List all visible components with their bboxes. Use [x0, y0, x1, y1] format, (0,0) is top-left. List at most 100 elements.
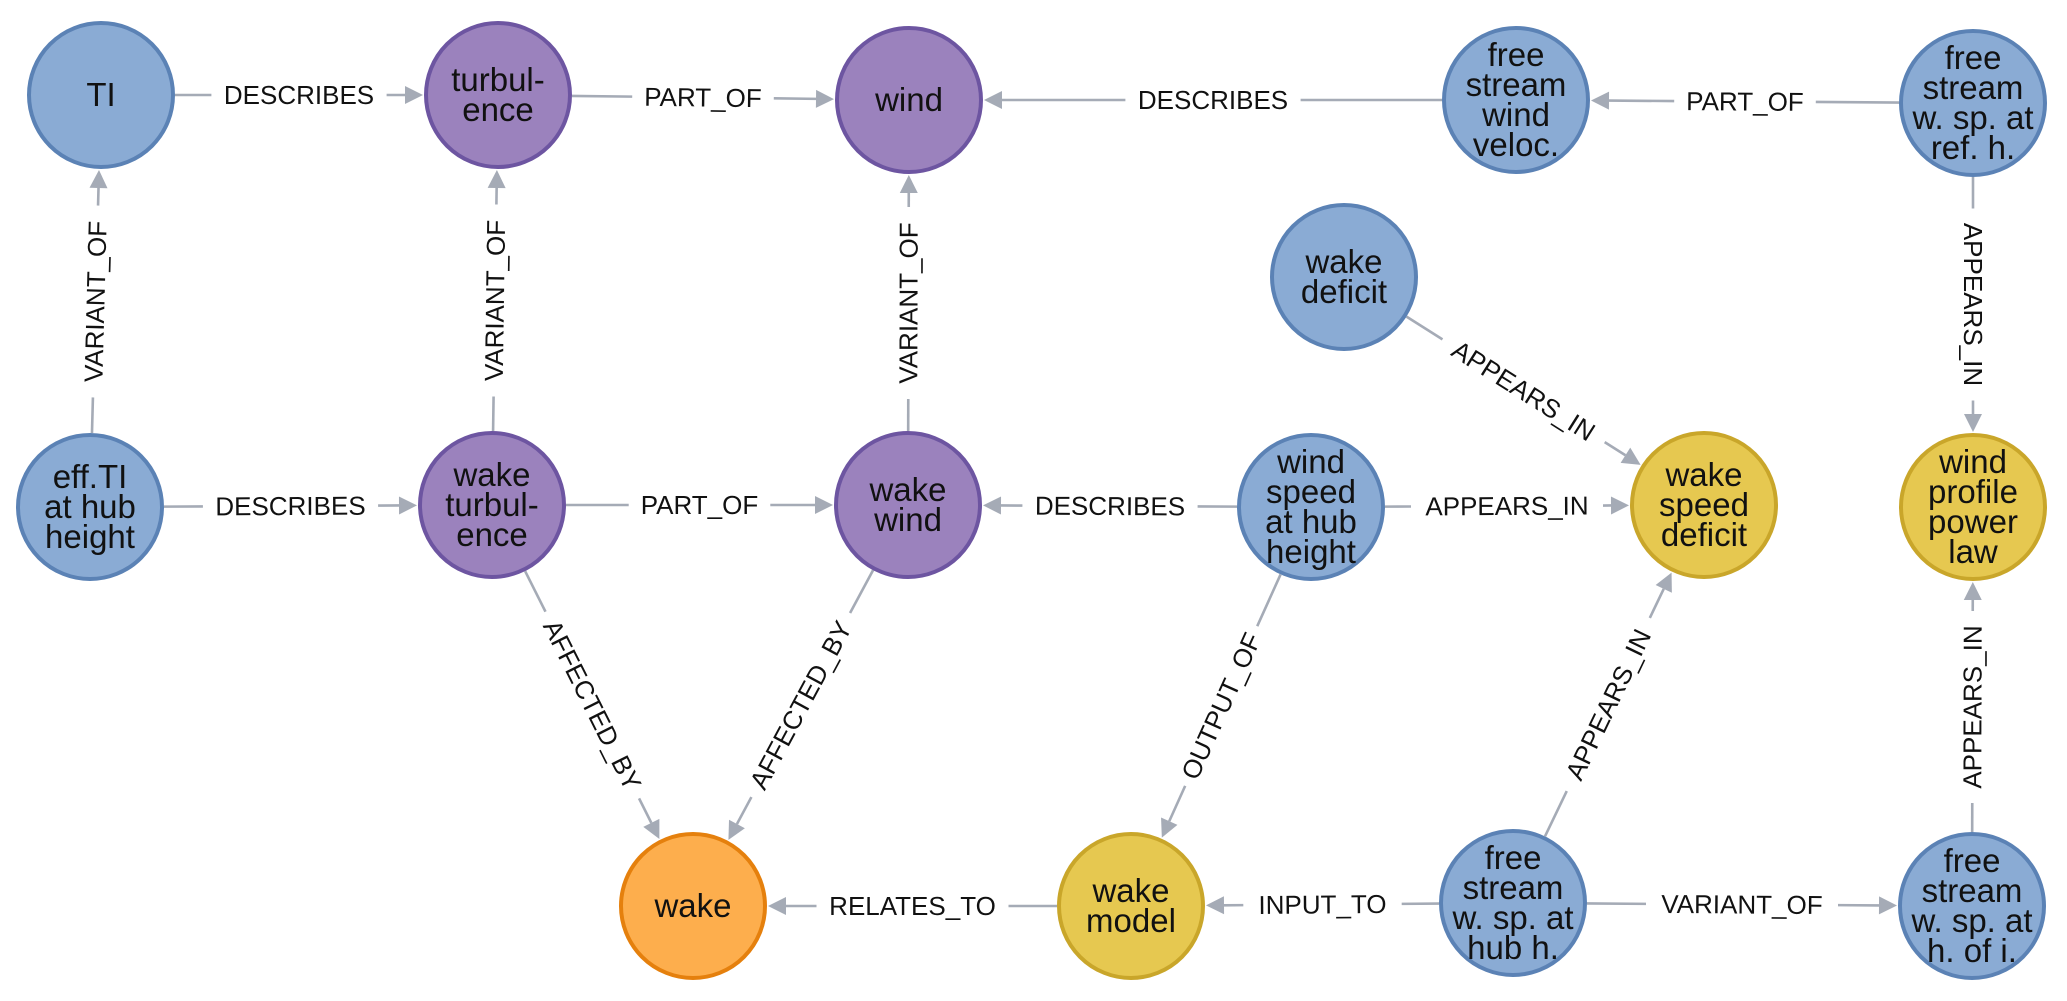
edge-line: [523, 570, 547, 613]
node-ti[interactable]: TI: [27, 21, 175, 169]
edge-label: PART_OF: [641, 490, 759, 520]
edge-part-of: PART_OF: [566, 490, 833, 520]
node-circle[interactable]: [1442, 26, 1590, 174]
node-label: h. of i.: [1927, 932, 2017, 969]
node-circle[interactable]: [424, 21, 572, 169]
node-circle[interactable]: [1237, 433, 1385, 581]
node-circle[interactable]: [1630, 431, 1778, 579]
node-label: free: [1488, 36, 1545, 73]
node-wind[interactable]: wind: [835, 26, 983, 174]
node-turbulence[interactable]: turbul-ence: [424, 21, 572, 169]
node-label: height: [45, 518, 135, 555]
edge-label: AFFECTED_BY: [537, 615, 647, 795]
node-circle[interactable]: [1057, 832, 1205, 980]
edge-label: VARIANT_OF: [78, 220, 112, 382]
node-label: wake: [1304, 243, 1382, 280]
node-label: stream: [1923, 69, 2024, 106]
edge-label: DESCRIBES: [224, 80, 374, 110]
node-label: wake: [868, 471, 946, 508]
node-label: wind: [874, 81, 943, 118]
node-circle[interactable]: [1270, 203, 1418, 351]
edge-line: [1648, 588, 1665, 619]
node-label: profile: [1928, 473, 2018, 510]
node-label: eff.TI: [53, 458, 128, 495]
node-label: w. sp. at: [1911, 99, 2033, 136]
edge-line: [1603, 440, 1627, 457]
edge-part-of: PART_OF: [1590, 86, 1900, 117]
edge-label: PART_OF: [1686, 86, 1804, 117]
node-wake[interactable]: wake: [619, 832, 767, 980]
node-label: model: [1086, 902, 1176, 939]
arrowhead-icon: [899, 174, 918, 194]
edge-label: DESCRIBES: [1138, 85, 1288, 115]
edge-label: APPEARS_IN: [1958, 223, 1988, 386]
edge-line: [1405, 315, 1444, 341]
node-circle[interactable]: [1898, 832, 2046, 980]
edge-label: APPEARS_IN: [1559, 624, 1657, 784]
edge-output-of: OUTPUT_OF: [1161, 573, 1282, 838]
edge-describes: DESCRIBES: [175, 80, 423, 110]
node-circle[interactable]: [1899, 433, 2047, 581]
node-circle[interactable]: [1899, 29, 2047, 177]
edge-appears-in: APPEARS_IN: [1405, 315, 1641, 465]
edge-input-to: INPUT_TO: [1205, 889, 1440, 920]
edge-line: [90, 397, 95, 434]
edge-line: [1168, 785, 1187, 822]
arrowhead-icon: [984, 91, 1002, 109]
node-label: w. sp. at: [1910, 902, 2032, 939]
arrowhead-icon: [768, 897, 786, 915]
node-label: at hub: [1265, 503, 1357, 540]
node-label: free: [1945, 39, 2002, 76]
node-circle[interactable]: [16, 433, 164, 581]
node-label: wind: [1481, 96, 1550, 133]
node-label: ence: [456, 516, 528, 553]
node-circle[interactable]: [619, 832, 767, 980]
edge-label: PART_OF: [644, 82, 762, 113]
node-circle[interactable]: [418, 431, 566, 579]
node-label: at hub: [44, 488, 136, 525]
edge-variant-of: VARIANT_OF: [893, 174, 924, 432]
node-label: wind: [1938, 443, 2007, 480]
edge-variant-of: VARIANT_OF: [78, 169, 113, 434]
arrowhead-icon: [1161, 817, 1178, 838]
node-label: turbul-: [445, 486, 539, 523]
arrowhead-icon: [1205, 896, 1225, 915]
arrowhead-icon: [1610, 496, 1630, 515]
arrowhead-icon: [487, 169, 506, 189]
edge-line: [773, 97, 817, 101]
edge-describes: DESCRIBES: [982, 491, 1238, 521]
edge-line: [848, 569, 875, 614]
node-label: hub h.: [1467, 929, 1559, 966]
edge-line: [1543, 790, 1568, 837]
arrowhead-icon: [89, 169, 108, 189]
edge-label: OUTPUT_OF: [1175, 628, 1267, 784]
node-circle[interactable]: [1439, 829, 1587, 977]
edge-appears-in: APPEARS_IN: [1384, 491, 1630, 521]
node-label: deficit: [1661, 516, 1747, 553]
edge-describes: DESCRIBES: [163, 491, 418, 521]
arrowhead-icon: [815, 496, 833, 514]
node-label: height: [1266, 533, 1356, 570]
edge-label: INPUT_TO: [1258, 889, 1386, 920]
node-label: w. sp. at: [1451, 899, 1573, 936]
arrowhead-icon: [1963, 581, 1982, 601]
edge-part-of: PART_OF: [571, 82, 835, 113]
node-circle[interactable]: [834, 431, 982, 579]
arrowhead-icon: [405, 86, 423, 104]
arrowhead-icon: [815, 89, 835, 108]
node-circle[interactable]: [835, 26, 983, 174]
node-circle[interactable]: [27, 21, 175, 169]
